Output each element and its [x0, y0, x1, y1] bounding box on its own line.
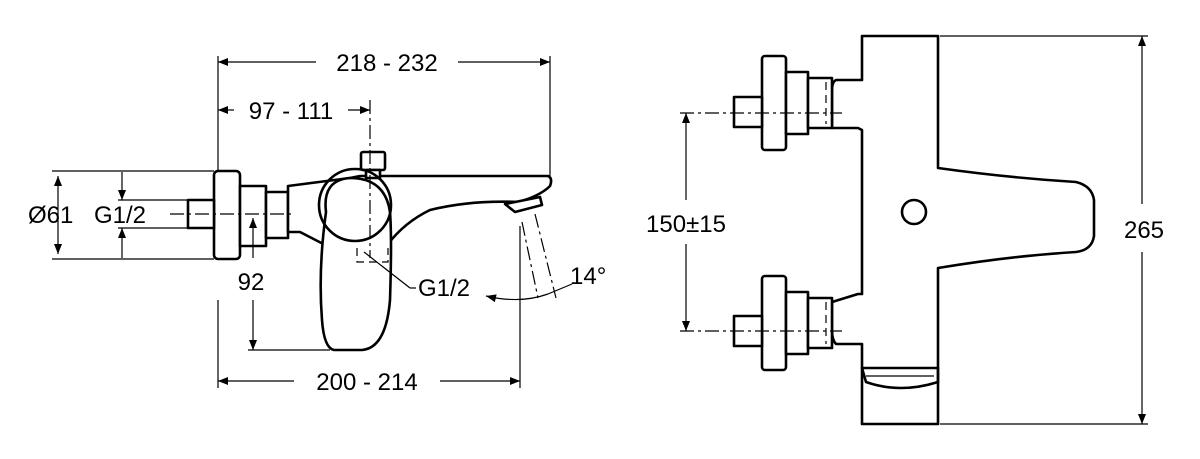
dim-inlet-thread-label: G1/2 [94, 202, 146, 229]
spout-outlet-hole [900, 198, 928, 226]
angle-arc [485, 293, 549, 303]
dim-diameter-label: Ø61 [28, 202, 73, 229]
dim-axis-label: 97 - 111 [249, 98, 334, 125]
spray-line-2 [534, 213, 557, 299]
upper-inlet-collar [784, 70, 810, 136]
dim-length-label: 265 [1124, 217, 1164, 244]
end-cap [860, 366, 940, 390]
dim-outlet-thread-label: G1/2 [418, 275, 470, 302]
top-view: 150±15 265 [646, 34, 1164, 426]
dim-overall-label: 218 - 232 [336, 50, 437, 77]
lower-inlet-nut [806, 296, 834, 350]
upper-inlet-nut [806, 76, 834, 130]
hidden-outlet [356, 248, 389, 263]
side-view: 218 - 232 97 - 111 Ø61 G1/2 92 G1/2 14° [28, 50, 606, 396]
connector-nut [264, 190, 290, 240]
dim-height-label: 92 [238, 269, 265, 296]
wall-flange [212, 169, 242, 261]
diverter-knob [359, 150, 387, 172]
outlet-thread-leader [363, 251, 411, 289]
lower-inlet-collar [784, 290, 810, 356]
mixer-body [830, 34, 1096, 426]
dim-centres-label: 150±15 [646, 211, 726, 238]
cartridge-circle [317, 167, 393, 243]
aerator [503, 195, 544, 214]
upper-inlet-stub [732, 95, 764, 129]
spray-line-1 [521, 221, 539, 299]
upper-inlet-flange [760, 54, 788, 152]
dim-angle-label: 14° [570, 263, 606, 290]
lower-inlet-flange [760, 274, 788, 372]
lever-handle [319, 176, 393, 352]
dim-bottom-label: 200 - 214 [316, 369, 417, 396]
